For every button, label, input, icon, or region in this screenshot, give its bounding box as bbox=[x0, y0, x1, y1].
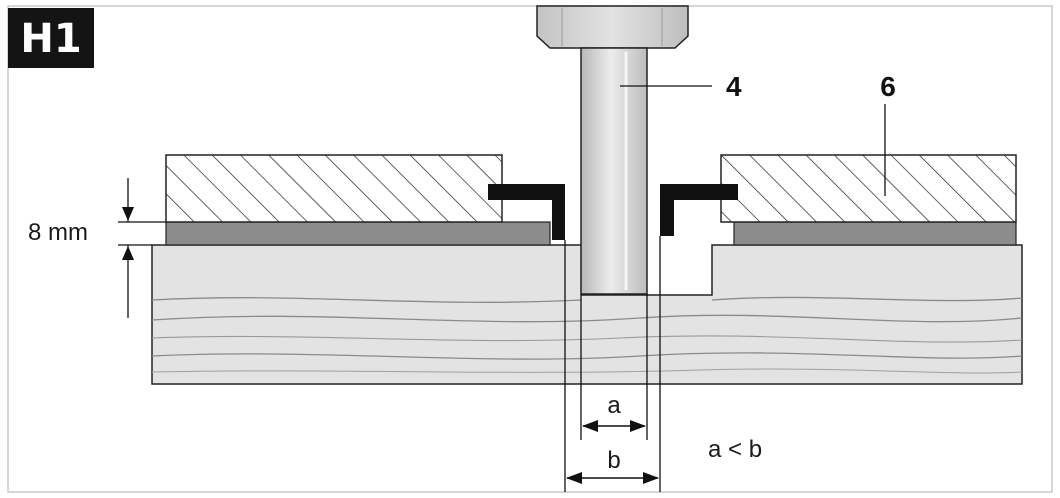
callout-4: 4 bbox=[726, 71, 742, 102]
dimension-a bbox=[580, 294, 648, 440]
dimension-label: 8 mm bbox=[28, 219, 88, 246]
sheet-layer-left bbox=[165, 221, 551, 246]
label-b: b bbox=[607, 447, 620, 474]
sheet-layer-right bbox=[733, 221, 1017, 246]
wood-workpiece bbox=[151, 244, 1023, 385]
dimension-b bbox=[564, 236, 661, 492]
badge-label: H1 bbox=[20, 16, 81, 62]
dimension-8mm bbox=[118, 178, 166, 318]
callout-6: 6 bbox=[880, 71, 896, 102]
figure-badge: H1 bbox=[8, 8, 94, 68]
label-a: a bbox=[607, 392, 621, 419]
guide-bushing-right bbox=[660, 184, 738, 236]
relation-note: a < b bbox=[708, 436, 762, 463]
router-bit bbox=[536, 5, 689, 295]
template-left bbox=[165, 154, 503, 223]
template-right bbox=[720, 154, 1017, 223]
figure-frame bbox=[7, 5, 1053, 493]
guide-bushing-left bbox=[488, 184, 565, 240]
